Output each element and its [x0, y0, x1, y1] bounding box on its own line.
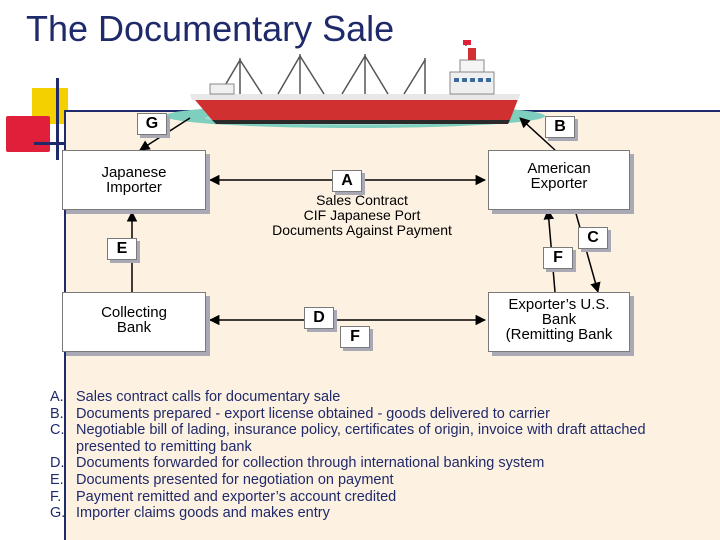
- arrow-goods-to-carrier: [519, 117, 556, 151]
- step-letter: G.: [50, 505, 66, 522]
- arrow-exporter-to-remitting: [574, 209, 601, 294]
- step-letter: D.: [50, 455, 65, 472]
- node-american-exporter: American Exporter: [488, 150, 630, 210]
- tag-b: B: [545, 116, 575, 138]
- step-letter: A.: [50, 389, 64, 405]
- tag-f-upper: F: [543, 247, 573, 269]
- page-title: The Documentary Sale: [26, 8, 395, 49]
- step-text: Negotiable bill of lading, insurance pol…: [76, 422, 646, 455]
- sales-contract-line: CIF Japanese Port: [303, 207, 421, 223]
- step-text: Payment remitted and exporter’s account …: [76, 488, 397, 505]
- sales-contract-line: Documents Against Payment: [272, 222, 452, 238]
- sales-contract-text: Sales Contract CIF Japanese Port Documen…: [240, 193, 484, 238]
- step-text: Documents presented for negotiation on p…: [76, 471, 394, 488]
- ship-icon: [165, 40, 545, 128]
- step-text: Sales contract calls for documentary sal…: [76, 389, 341, 405]
- tag-f-lower: F: [340, 326, 370, 348]
- list-item: A. Sales contract calls for documentary …: [50, 389, 690, 406]
- step-letter: E.: [50, 471, 64, 488]
- node-label: Collecting: [101, 304, 167, 321]
- tag-a: A: [332, 170, 362, 192]
- tag-c: C: [578, 227, 608, 249]
- step-text: Documents prepared - export license obta…: [76, 405, 550, 422]
- list-item: F. Payment remitted and exporter’s accou…: [50, 489, 690, 506]
- list-item: E. Documents presented for negotiation o…: [50, 472, 690, 489]
- node-label: Bank: [541, 311, 577, 328]
- decor-navy-horizontal-line: [34, 142, 74, 145]
- list-item: G. Importer claims goods and makes entry: [50, 505, 690, 522]
- step-letter: B.: [50, 405, 64, 422]
- step-letter: C.: [50, 422, 65, 439]
- step-list: A. Sales contract calls for documentary …: [50, 389, 690, 522]
- node-japanese-importer: Japanese Importer: [62, 150, 206, 210]
- decor-navy-vertical-line: [56, 78, 59, 160]
- node-collecting-bank: Collecting Bank: [62, 292, 206, 352]
- node-label: American: [527, 160, 591, 177]
- step-text: Importer claims goods and makes entry: [76, 505, 330, 522]
- node-label: Exporter’s U.S.: [508, 296, 610, 313]
- node-label: (Remitting Bank: [505, 326, 613, 343]
- node-label: Importer: [106, 179, 162, 196]
- node-remitting-bank: Exporter’s U.S. Bank (Remitting Bank: [488, 292, 630, 352]
- tag-g: G: [137, 113, 167, 135]
- decor-red-square: [6, 116, 50, 152]
- node-label: Bank: [116, 319, 152, 336]
- sales-contract-line: Sales Contract: [316, 192, 408, 208]
- list-item: D. Documents forwarded for collection th…: [50, 455, 690, 472]
- list-item: C. Negotiable bill of lading, insurance …: [50, 422, 690, 455]
- step-letter: F.: [50, 488, 62, 505]
- step-text: Documents forwarded for collection throu…: [76, 455, 545, 472]
- tag-d: D: [304, 307, 334, 329]
- node-label: Japanese: [101, 164, 167, 181]
- node-label: Exporter: [530, 175, 588, 192]
- list-item: B. Documents prepared - export license o…: [50, 406, 690, 423]
- tag-e: E: [107, 238, 137, 260]
